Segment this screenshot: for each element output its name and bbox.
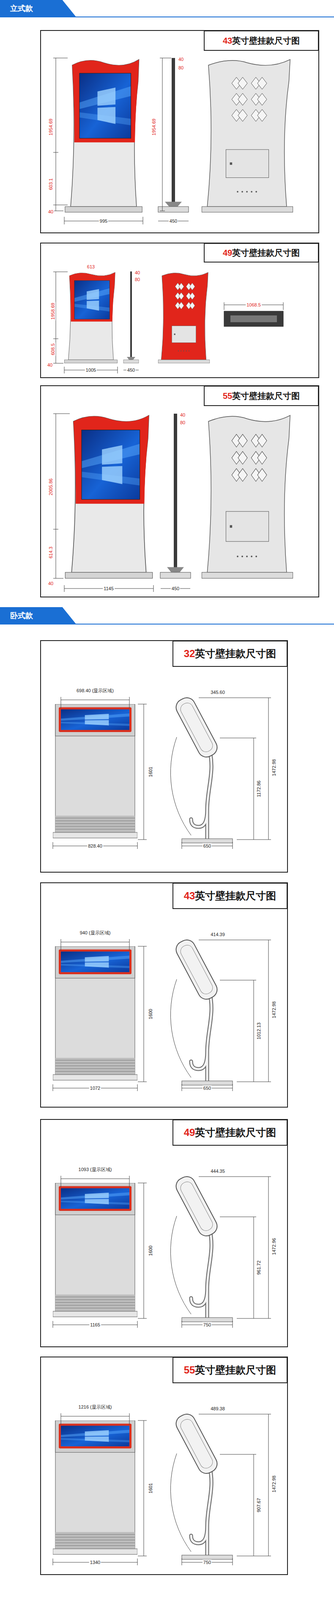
figure-title: 49英寸壁挂款尺寸图	[183, 1124, 277, 1138]
title-box: 43英寸壁挂款尺寸图	[172, 881, 288, 908]
dimension-label: 650	[202, 842, 212, 848]
dimension-label: 1472.98	[271, 757, 277, 776]
figure-title: 55英寸壁挂款尺寸图	[183, 1361, 277, 1375]
dimension-label: 1472.98	[271, 1472, 277, 1492]
kiosk-drawing	[52, 1409, 272, 1564]
figure-title: 49英寸壁挂款尺寸图	[222, 246, 300, 259]
dimension-label: 450	[170, 585, 181, 591]
panel-43-standing	[40, 30, 319, 233]
dimension-label: 444.35	[209, 1166, 226, 1173]
dimension-label: 650	[202, 1084, 212, 1090]
figure-title: 43英寸壁挂款尺寸图	[183, 887, 277, 902]
panel-frame	[40, 1117, 288, 1345]
dimension-label: 1072	[89, 1084, 102, 1090]
section-title: 卧式款	[10, 609, 33, 620]
dimension-label: 961.72	[256, 1257, 262, 1274]
dimension-label: 80	[134, 276, 141, 282]
kiosk-drawing	[52, 693, 272, 848]
dimension-label: 80	[177, 65, 185, 71]
dimension-label: 750	[202, 1320, 212, 1326]
kiosk-drawing	[52, 1171, 272, 1326]
dimension-label: 1472.98	[271, 999, 277, 1018]
dimension-label: 1601	[147, 764, 154, 777]
title-box: 32英寸壁挂款尺寸图	[172, 639, 288, 666]
dimension-label: 1958.69	[50, 301, 56, 321]
dimension-label: 995	[98, 218, 109, 224]
dimension-label: 40	[46, 361, 54, 368]
dimension-label: 1068.5	[245, 301, 262, 308]
dimension-label: 80	[179, 419, 187, 425]
dimension-label: 1165	[89, 1320, 102, 1326]
panel-55-standing	[40, 385, 319, 597]
kiosk-drawing	[52, 935, 272, 1090]
dimension-label: 1005	[84, 366, 97, 373]
dimension-label: 40	[179, 411, 187, 418]
panel-frame	[40, 881, 288, 1106]
dimension-label: 450	[126, 366, 136, 373]
dimension-label: 613	[86, 263, 96, 270]
title-box: 49英寸壁挂款尺寸图	[172, 1117, 288, 1145]
dimension-label: 1172.86	[256, 778, 262, 797]
dimension-label: 1600	[147, 1242, 154, 1255]
title-box: 49英寸壁挂款尺寸图	[203, 242, 319, 263]
dimension-label: 608.5	[50, 342, 56, 356]
dimension-label: 414.39	[209, 930, 226, 937]
dimension-label: 2005.86	[48, 476, 54, 496]
dimension-label: 1954.69	[151, 117, 157, 137]
title-box: 55英寸壁挂款尺寸图	[172, 1355, 288, 1382]
dimension-label: 750	[202, 1557, 212, 1564]
panel-49-standing	[40, 242, 319, 378]
dimension-label: 907.67	[256, 1494, 262, 1512]
dimension-label: 1600	[147, 1006, 154, 1019]
dimension-label: 1954.69	[48, 117, 54, 137]
dimension-label: 614.3	[48, 544, 54, 559]
dimension-label: 1093 (显示区域)	[77, 1165, 113, 1171]
panel-frame	[40, 1355, 288, 1573]
dimension-label: 1012.13	[256, 1020, 262, 1039]
figure-title: 55英寸壁挂款尺寸图	[222, 389, 300, 402]
dimension-label: 940 (显示区域)	[79, 928, 112, 935]
dimension-label: 1340	[89, 1557, 102, 1564]
section-tab: 立式款	[0, 0, 77, 17]
title-box: 55英寸壁挂款尺寸图	[203, 385, 319, 406]
section-tab: 卧式款	[0, 606, 77, 624]
title-box: 43英寸壁挂款尺寸图	[203, 30, 319, 51]
dimension-label: 40	[134, 269, 141, 276]
dimension-label: 1145	[102, 585, 115, 591]
dimension-label: 1472.96	[271, 1235, 277, 1254]
dimension-label: 450	[168, 218, 178, 224]
section-title: 立式款	[10, 3, 33, 14]
panel-frame	[40, 639, 288, 871]
dimension-label: 40	[47, 208, 55, 215]
dimension-label: 828.40	[87, 842, 104, 848]
dimension-label: 489.38	[209, 1404, 226, 1410]
dimension-label: 40	[177, 56, 185, 63]
figure-title: 32英寸壁挂款尺寸图	[183, 646, 277, 660]
dimension-label: 345.60	[209, 688, 226, 695]
dimension-label: 698.40 (显示区域)	[75, 687, 115, 693]
dimension-label: 1601	[147, 1480, 154, 1493]
figure-title: 43英寸壁挂款尺寸图	[222, 35, 300, 47]
dimension-label: 603.1	[48, 177, 54, 191]
dimension-label: 1216 (显示区域)	[77, 1402, 113, 1408]
dimension-label: 40	[47, 580, 55, 586]
